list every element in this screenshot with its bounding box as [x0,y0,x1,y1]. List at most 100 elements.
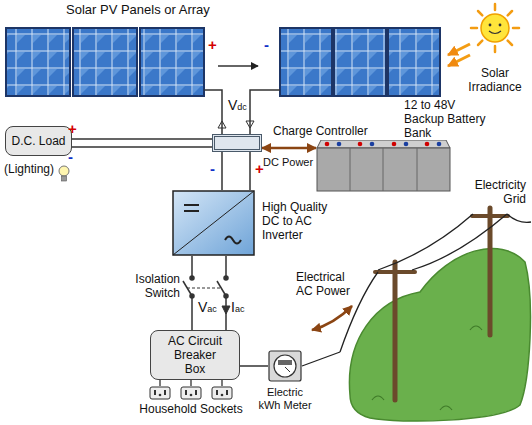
illustration-part [62,176,67,181]
sun [471,4,519,52]
illustration-part [250,90,280,98]
illustration-part [370,142,375,147]
voltage-label: Vdc [228,98,247,114]
illustration-part [372,326,482,410]
node-text: Household Sockets [128,402,254,416]
grid-area: Electricity Grid [340,178,530,418]
current-label: Iac [231,300,244,316]
load-note: (Lighting) [4,162,54,176]
ac-power-arrow [312,306,352,330]
illustration-part [269,351,301,381]
illustration-part [358,142,363,147]
panel-array: Solar PV Panels or Array [4,2,442,98]
illustration-part [185,390,187,395]
illustration-part [278,360,292,365]
illustration-part [437,142,442,147]
irradiance-label: Solar Irradiance [462,66,528,94]
node-text: Charge Controller [273,124,383,138]
illustration-part [159,394,162,397]
illustration-part [173,191,254,255]
polarity-sign: + [208,38,217,52]
kwh-meter: Electric kWh Meter [268,350,302,382]
illustration-part [140,28,204,96]
battery-shape [316,140,451,192]
illustration-part [334,28,386,96]
illustration-part [417,148,418,191]
illustration-part [184,204,199,206]
edge-label: Electrical AC Power [296,270,358,298]
illustration-part [204,90,222,98]
illustration-part [218,65,258,67]
illustration-part [225,237,241,244]
illustration-part [6,28,70,96]
illustration-part [404,142,409,147]
connector [192,256,226,330]
illustration-part [508,11,512,15]
illustration-part [350,148,351,191]
illustration-part [392,142,397,147]
connector [222,152,250,190]
polarity-sign: - [264,38,269,52]
meter-shape [268,350,302,382]
inverter: High Quality DC to AC Inverter [172,190,255,256]
socket-group: Household Sockets [138,386,244,418]
panel-wires [204,66,280,98]
illustration-part [181,387,201,399]
polarity-sign: + [68,122,77,136]
illustration-part [226,390,228,395]
illustration-part [212,387,232,399]
node-text: Electricity Grid [456,178,526,206]
connector [160,380,222,386]
node-text: 12 to 48V Backup Battery Bank [404,98,490,140]
illustration-part [190,394,193,397]
illustration-part [499,24,502,27]
connector [240,365,268,367]
connector [302,352,340,366]
illustration-part [481,14,509,42]
utility-poles [375,208,508,400]
illustration-part [73,28,137,96]
illustration-part [317,148,450,191]
node-text: AC Circuit Breaker Box [164,334,226,376]
illustration-part [221,394,224,397]
illustration-part [285,367,290,372]
illustration-part [489,31,501,34]
voltage-label: Vac [198,300,217,316]
connector [72,139,212,147]
illustration-part [337,142,342,147]
solar-panels [6,28,440,96]
node-text: D.C. Load [11,134,65,148]
illustration-part [425,142,430,147]
illustration-part [154,390,156,395]
illustration-part [448,55,470,66]
illustration-part [195,390,197,395]
illustration-part [508,41,512,45]
edge-label: DC Power [263,155,313,169]
illustration-part [393,262,398,400]
socket-icons [138,386,244,400]
illustration-part [448,44,470,55]
illustration-part [317,140,450,148]
node-text: High Quality DC to AC Inverter [262,200,344,242]
illustration-part [388,28,440,96]
illustration-part [412,214,507,270]
illustration-part [187,288,221,289]
inverter-shape [172,190,255,256]
illustration-part [489,24,492,27]
isolation-switch [183,276,228,298]
illustration-part [507,214,531,222]
charge-controller: Charge Controller [212,134,262,152]
illustration-part [184,210,199,212]
battery-bank: 12 to 48V Backup Battery Bank [316,140,451,192]
illustration-part [494,4,497,10]
illustration-part [173,191,254,255]
light-bulb [59,166,69,181]
illustration-part [280,28,332,96]
illustration-part [494,46,497,52]
connector [262,147,316,150]
dc-load-box: D.C. Load [5,126,72,156]
power-lines [340,214,531,352]
illustration-part [478,41,482,45]
